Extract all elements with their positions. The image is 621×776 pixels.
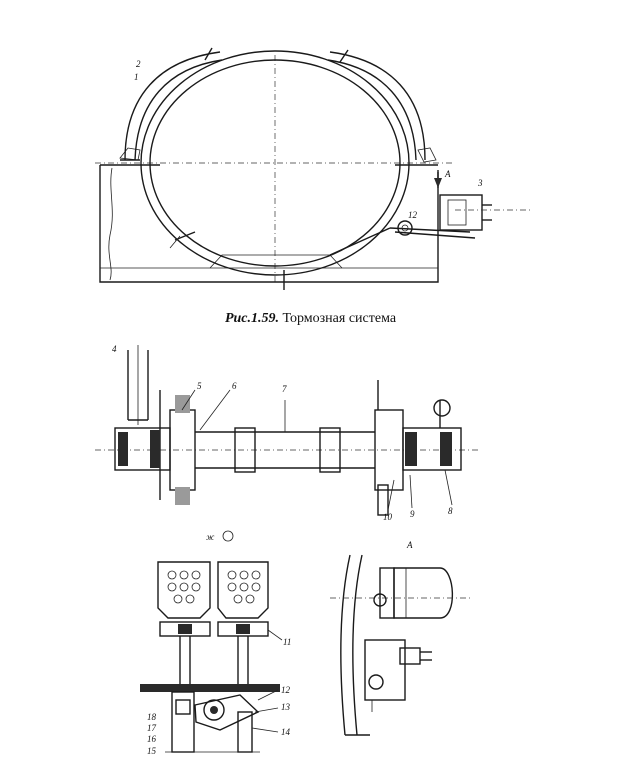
callout-13: 13 [281, 702, 291, 712]
figure-title: Тормозная система [282, 311, 397, 326]
view-arrow-label: A [444, 169, 451, 179]
callout-11: 11 [283, 637, 291, 647]
callout-2: 2 [136, 59, 141, 69]
callout-1: 1 [134, 72, 139, 82]
figure-caption: Рис.1.59. Тормозная система [0, 311, 621, 327]
callout-3: 3 [477, 178, 483, 188]
callout-zh: ж [206, 532, 215, 542]
brake-shaft-view [95, 345, 480, 516]
callout-8: 8 [448, 506, 453, 516]
callout-7: 7 [282, 384, 287, 394]
callout-6: 6 [232, 381, 237, 391]
pedal-assembly-view: ж [140, 530, 283, 753]
callout-15: 15 [147, 746, 157, 756]
callout-12: 12 [408, 210, 418, 220]
callout-4: 4 [112, 344, 117, 354]
callout-10: 10 [383, 512, 393, 522]
callout-18: 18 [147, 712, 157, 722]
callout-12: 12 [281, 685, 291, 695]
callout-14: 14 [281, 727, 291, 737]
callout-17: 17 [147, 723, 157, 733]
brake-drum-view [95, 47, 530, 290]
view-a-label: A [406, 540, 413, 550]
callout-5: 5 [197, 381, 202, 391]
callout-16: 16 [147, 734, 157, 744]
figure-number: Рис.1.59. [224, 311, 279, 326]
view-a-detail [330, 554, 470, 736]
callout-9: 9 [410, 509, 415, 519]
